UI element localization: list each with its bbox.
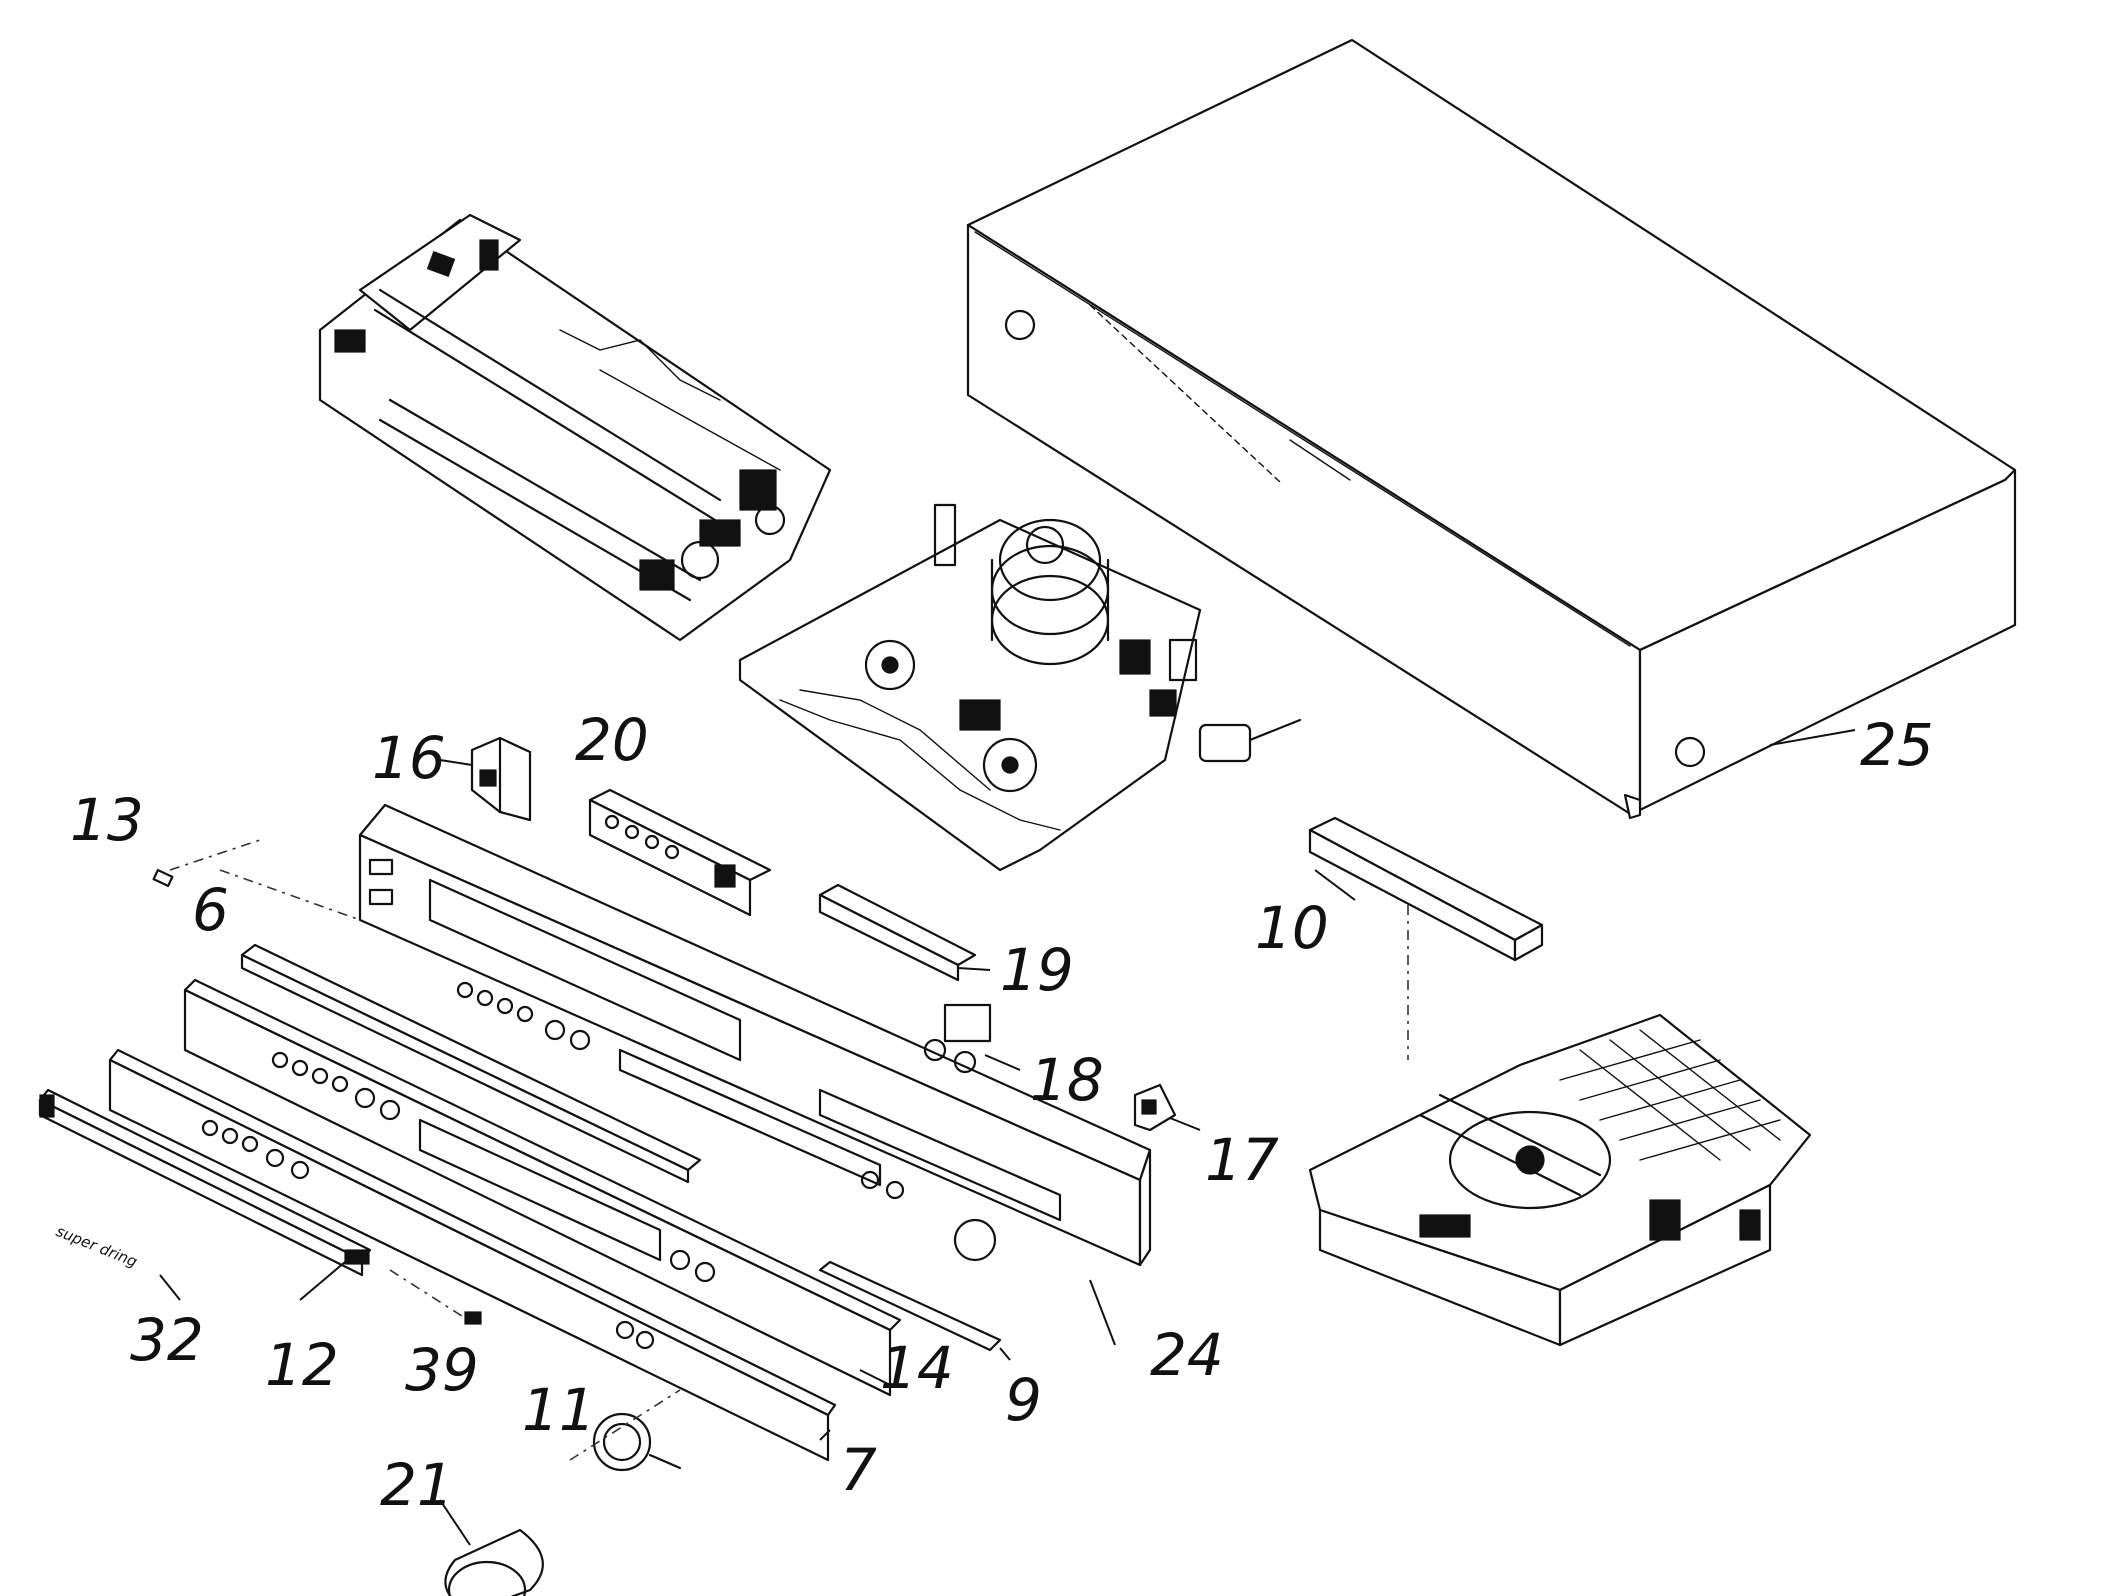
cassette-loader xyxy=(318,213,832,642)
callout-7: 7 xyxy=(840,1436,877,1504)
callout-21: 21 xyxy=(380,1451,454,1519)
part-7-panel xyxy=(108,1048,837,1462)
disc-loader xyxy=(1308,1013,1812,1347)
callout-16: 16 xyxy=(372,724,446,792)
part-10-bar xyxy=(1308,816,1544,1060)
callout-11: 11 xyxy=(522,1376,596,1444)
callout-20: 20 xyxy=(575,706,649,774)
callout-6: 6 xyxy=(192,876,229,944)
part-17 xyxy=(1133,1083,1177,1132)
callout-32: 32 xyxy=(130,1306,204,1374)
callout-39: 39 xyxy=(405,1336,479,1404)
callout-24: 24 xyxy=(1150,1321,1224,1389)
front-panel xyxy=(358,803,1152,1267)
part-18 xyxy=(923,1003,992,1074)
callout-25: 25 xyxy=(1860,711,1934,779)
top-cover xyxy=(966,38,2017,820)
tape-mechanism xyxy=(738,503,1302,872)
part-6-strip xyxy=(240,943,702,1184)
part-11-knob xyxy=(592,1412,682,1472)
part-9 xyxy=(818,1260,1002,1352)
callout-10: 10 xyxy=(1255,894,1329,962)
part-21-cylinder xyxy=(444,1528,544,1596)
part-19 xyxy=(818,883,977,982)
leader-lines xyxy=(159,729,1856,1546)
part-14-window xyxy=(183,978,902,1397)
part-16 xyxy=(470,736,532,822)
strip-text: super dring xyxy=(54,1222,140,1271)
callout-12: 12 xyxy=(265,1331,339,1399)
callout-labels: 25 16 20 13 6 10 19 18 17 32 12 39 14 9 … xyxy=(70,706,1934,1519)
callout-18: 18 xyxy=(1030,1046,1104,1114)
callout-14: 14 xyxy=(880,1334,954,1402)
part-20-board xyxy=(588,788,772,917)
part-39 xyxy=(464,1311,482,1325)
callout-13: 13 xyxy=(70,786,144,854)
callout-19: 19 xyxy=(1000,936,1074,1004)
part-13 xyxy=(152,868,174,888)
callout-9: 9 xyxy=(1005,1366,1042,1434)
part-12 xyxy=(344,1249,370,1265)
callout-17: 17 xyxy=(1205,1126,1279,1194)
